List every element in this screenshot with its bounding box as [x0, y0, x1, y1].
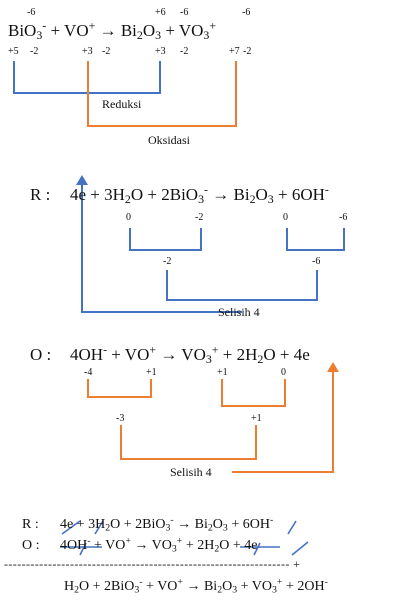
- oxidation-number-below: +5: [8, 46, 19, 57]
- oxidation-number-below: -2: [243, 46, 252, 57]
- oxidation-number-below: -2: [102, 46, 111, 57]
- oxidation-bracket: [87, 61, 237, 127]
- o-sum-bracket: [120, 425, 257, 460]
- r-left-bracket: [129, 228, 202, 251]
- oxidation-label: Oksidasi: [148, 133, 190, 147]
- oxidation-number: 0: [283, 212, 288, 223]
- oxidation-number-below: +7: [229, 46, 240, 57]
- strike-mark: [291, 541, 309, 556]
- half-prefix: R :: [30, 185, 51, 204]
- oxidation-number: -6: [339, 212, 348, 223]
- half-prefix: O :: [30, 345, 52, 364]
- half-prefix: R :: [22, 517, 39, 532]
- oxidation-sum: +1: [251, 413, 262, 424]
- overall-equation: H2O + 2BiO3- + VO+ → Bi2O3 + VO3+ + 2OH-: [64, 576, 328, 596]
- oxidation-number-below: +3: [155, 46, 166, 57]
- oxidation-half-equation: O :4OH- + VO+ → VO3+ + 2H2O + 4e: [30, 342, 310, 366]
- r-right-bracket: [286, 228, 345, 251]
- oxidation-number-below: -2: [180, 46, 189, 57]
- strike-mark: [79, 542, 87, 556]
- difference-label: Selisih 4: [170, 465, 212, 479]
- reduction-label: Reduksi: [102, 97, 142, 111]
- oxidation-number-below: -2: [30, 46, 39, 57]
- r-sum-bracket: [166, 270, 318, 301]
- difference-label: Selisih 4: [218, 305, 260, 319]
- oxidation-number: 0: [281, 367, 286, 378]
- oxidation-number-below: +3: [82, 46, 93, 57]
- oxidation-sum: -3: [116, 413, 125, 424]
- o-electron-arrow-head: [327, 362, 339, 372]
- o-right-bracket: [221, 379, 286, 407]
- reduction-half-equation: R :4e + 3H2O + 2BiO3- → Bi2O3 + 6OH-: [30, 182, 329, 206]
- oxidation-number-above: -6: [27, 7, 36, 18]
- strike-mark: [94, 520, 104, 535]
- main-redox-equation: BiO3- + VO+ → Bi2O3 + VO3+: [8, 18, 217, 42]
- oxidation-sum: -6: [312, 256, 321, 267]
- oxidation-number: +1: [217, 367, 228, 378]
- o-left-bracket: [87, 379, 152, 398]
- r-electron-arrow-head: [76, 175, 88, 185]
- oxidation-number: +1: [146, 367, 157, 378]
- addition-divider: ----------------------------------------…: [4, 557, 301, 571]
- strike-mark: [61, 520, 81, 535]
- oxidation-number-above: +6: [155, 7, 166, 18]
- o-electron-arrow-line: [232, 370, 334, 473]
- oxidation-sum: -2: [163, 256, 172, 267]
- oxidation-number-above: -6: [180, 7, 189, 18]
- r-electron-arrow-line: [81, 183, 242, 313]
- sum-oxidation-line: O :4OH- + VO+ → VO3+ + 2H2O + 4e: [22, 535, 258, 555]
- strike-mark: [253, 542, 261, 556]
- oxidation-number: 0: [126, 212, 131, 223]
- oxidation-number: -4: [84, 367, 93, 378]
- strike-mark: [287, 520, 297, 535]
- half-prefix: O :: [22, 538, 40, 553]
- oxidation-number: -2: [195, 212, 204, 223]
- oxidation-number-above: -6: [242, 7, 251, 18]
- sum-reduction-line: R :4e + 3H2O + 2BiO3- → Bi2O3 + 6OH-: [22, 514, 274, 534]
